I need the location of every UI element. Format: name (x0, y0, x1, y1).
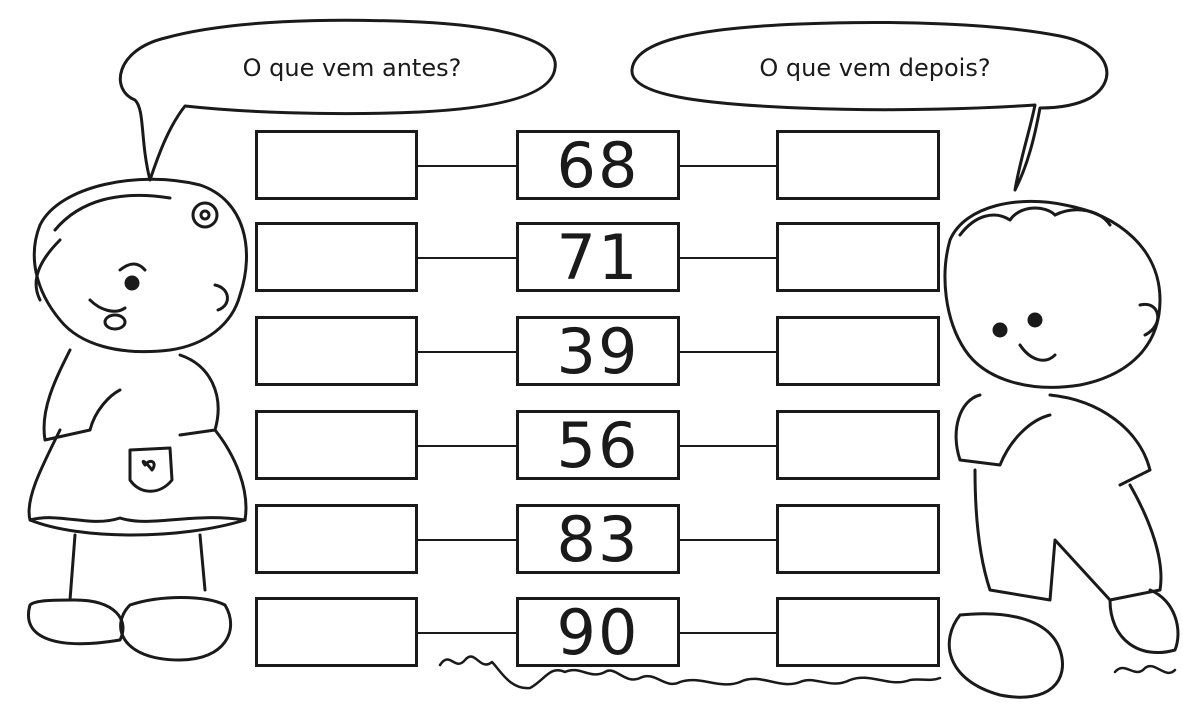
number-value: 83 (556, 502, 640, 576)
number-box (516, 130, 680, 200)
before-answer-box[interactable] (255, 222, 418, 292)
row-connector-line (680, 351, 778, 353)
number-value: 56 (556, 408, 640, 482)
row-connector-line (680, 539, 778, 541)
girl-illustration (27, 177, 248, 662)
left-question-text: O que vem antes? (242, 54, 462, 82)
after-answer-box[interactable] (776, 316, 940, 386)
after-answer-box[interactable] (776, 504, 940, 574)
row-connector-line (418, 257, 518, 259)
before-answer-box[interactable] (255, 410, 418, 480)
number-box (516, 410, 680, 480)
row-connector-line (680, 165, 778, 167)
right-speech-bubble (630, 21, 1109, 192)
row-connector-line (680, 257, 778, 259)
number-value: 90 (556, 595, 640, 669)
row-connector-line (418, 632, 518, 634)
after-answer-box[interactable] (776, 410, 940, 480)
number-box (516, 504, 680, 574)
before-answer-box[interactable] (255, 130, 418, 200)
before-answer-box[interactable] (255, 597, 418, 667)
left-speech-bubble (118, 18, 557, 182)
before-answer-box[interactable] (255, 504, 418, 574)
number-box (516, 597, 680, 667)
row-connector-line (418, 165, 518, 167)
right-question-text: O que vem depois? (759, 54, 991, 82)
boy-illustration (943, 199, 1180, 699)
number-value: 68 (556, 128, 640, 202)
before-answer-box[interactable] (255, 316, 418, 386)
after-answer-box[interactable] (776, 130, 940, 200)
row-connector-line (418, 445, 518, 447)
row-connector-line (680, 632, 778, 634)
row-connector-line (418, 539, 518, 541)
after-answer-box[interactable] (776, 597, 940, 667)
number-value: 71 (556, 220, 640, 294)
number-box (516, 222, 680, 292)
after-answer-box[interactable] (776, 222, 940, 292)
number-value: 39 (556, 314, 640, 388)
row-connector-line (680, 445, 778, 447)
row-connector-line (418, 351, 518, 353)
grass-decoration (438, 655, 1177, 690)
number-box (516, 316, 680, 386)
